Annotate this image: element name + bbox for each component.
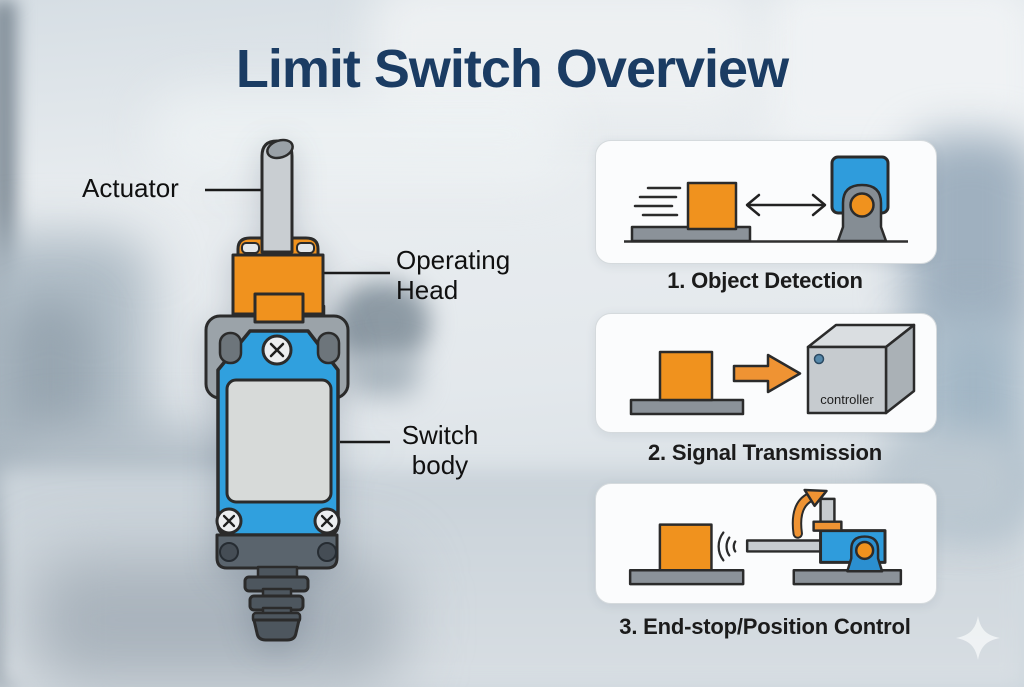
plunger-collar [812,520,843,532]
roller-dot [849,192,875,218]
endstop-illustration [628,488,903,586]
platform [629,398,745,416]
sparkle-icon [956,616,1000,660]
mounting-ear-right [316,331,341,365]
motion-lines-icon [633,186,682,217]
signal-transmission-illustration: controller [629,323,916,416]
object-box [658,523,713,572]
object-box [658,350,714,402]
base-port-right [317,542,337,562]
actuator-plunger [260,138,294,254]
object-box [686,181,738,231]
pivot-dot [855,540,875,561]
controller-label: controller [820,392,874,407]
double-arrow-icon [745,193,827,217]
plunger [819,497,836,524]
indicator-dot [813,353,825,365]
base-port-left [219,542,239,562]
background-blob [0,0,16,687]
contact-waves-icon [717,531,737,562]
page-title: Limit Switch Overview [235,39,789,99]
actuator-label: Actuator [82,173,179,203]
panel-caption: 3. End-stop/Position Control [619,614,911,639]
panel-signal-transmission: controller [595,313,937,433]
rotate-arrow-icon [791,488,828,539]
switch-base [215,533,339,570]
platform [628,569,745,586]
limit-switch-illustration [204,138,390,642]
panel-object-detection [595,140,937,264]
head-notch-right [296,242,315,254]
screw-icon [313,507,341,535]
operating-head-label: Operating Head [396,245,511,305]
mounting-ear-left [218,331,243,365]
panel-endstop-control [595,483,937,604]
panel-caption: 1. Object Detection [667,268,863,293]
operating-head-tab [253,292,305,324]
cable-gland [243,565,310,642]
head-notch-left [241,242,260,254]
panel-caption: 2. Signal Transmission [647,440,882,465]
object-detection-illustration [624,155,908,243]
screw-icon [261,334,293,366]
screw-icon [215,507,243,535]
switch-body-panel [225,378,333,504]
signal-arrow-icon [732,353,802,394]
switch-body-label: Switch body [401,420,479,480]
lever-rod [745,539,828,553]
